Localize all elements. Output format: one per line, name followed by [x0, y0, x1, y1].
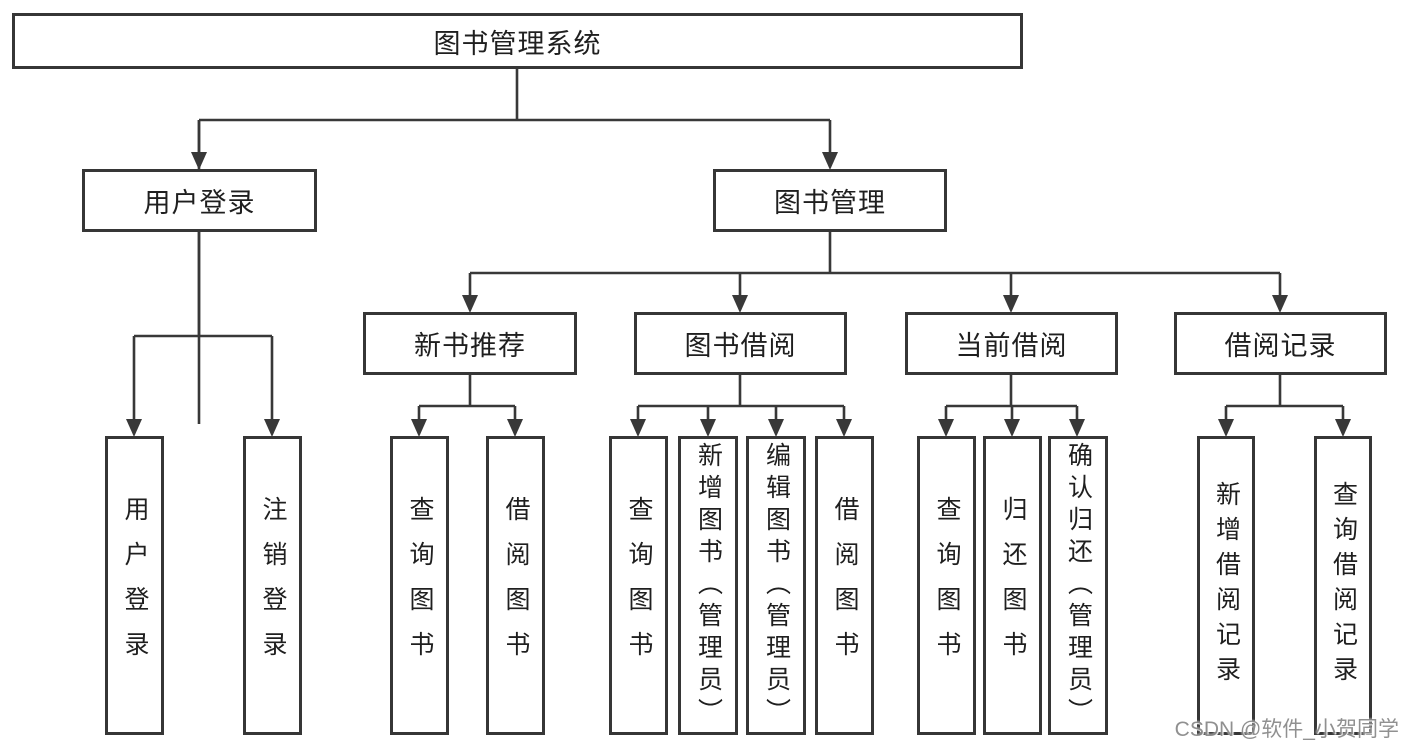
leaf-query-books: 查询图书	[609, 436, 668, 735]
edge-curborrow-to-leaves	[944, 375, 1079, 423]
leaf-return-books: 归还图书	[983, 436, 1042, 735]
edge-newbook-to-leaves	[417, 375, 517, 423]
leaf-logout: 注销登录	[243, 436, 302, 735]
node-label: 借阅记录	[1224, 331, 1337, 361]
leaf-label: 借阅图书	[502, 495, 530, 676]
leaf-label: 借阅图书	[831, 495, 859, 676]
leaf-label: 归还图书	[999, 495, 1027, 676]
node-library-management-system: 图书管理系统	[12, 13, 1023, 69]
leaf-query-books: 查询图书	[917, 436, 976, 735]
node-book-management: 图书管理	[713, 169, 947, 232]
node-current-borrowing: 当前借阅	[905, 312, 1118, 375]
leaf-query-books: 查询图书	[390, 436, 449, 735]
leaf-borrow-books: 借阅图书	[815, 436, 874, 735]
node-label: 新书推荐	[414, 331, 526, 361]
node-label: 图书管理系统	[433, 28, 602, 59]
edge-bookborrow-to-leaves	[636, 375, 846, 423]
node-new-book-recommendation: 新书推荐	[363, 312, 577, 375]
leaf-borrow-books: 借阅图书	[486, 436, 545, 735]
leaf-query-borrow-record: 查询借阅记录	[1314, 436, 1372, 735]
node-label: 当前借阅	[955, 331, 1068, 361]
leaf-add-books-admin: 新增图书（管理员）	[678, 436, 738, 735]
leaf-label: 新增借阅记录	[1212, 480, 1241, 691]
leaf-label: 查询图书	[406, 495, 434, 676]
edge-borrowrec-to-leaves	[1224, 375, 1345, 423]
leaf-confirm-return-admin: 确认归还（管理员）	[1048, 436, 1108, 735]
leaf-label: 确认归还（管理员）	[1064, 441, 1093, 730]
edge-userlogin-to-leaves	[132, 232, 274, 423]
leaf-label: 编辑图书（管理员）	[762, 441, 791, 730]
leaf-add-borrow-record: 新增借阅记录	[1197, 436, 1255, 735]
csdn-watermark: CSDN @软件_小贺同学	[1174, 718, 1399, 741]
leaf-label: 用户登录	[121, 495, 149, 676]
edge-root-to-level2	[197, 69, 832, 424]
node-user-login: 用户登录	[82, 169, 317, 232]
node-label: 图书管理	[774, 188, 886, 218]
leaf-label: 查询图书	[625, 495, 653, 676]
arrowheads	[126, 152, 1351, 437]
node-book-borrowing: 图书借阅	[634, 312, 847, 375]
leaf-user-login: 用户登录	[105, 436, 164, 735]
leaf-label: 查询图书	[933, 495, 961, 676]
node-borrowing-records: 借阅记录	[1174, 312, 1387, 375]
node-label: 用户登录	[143, 188, 256, 218]
edge-bookmgmt-to-level3	[468, 232, 1282, 299]
node-label: 图书借阅	[684, 331, 797, 361]
leaf-label: 新增图书（管理员）	[694, 441, 723, 730]
leaf-label: 查询借阅记录	[1329, 480, 1358, 691]
leaf-label: 注销登录	[259, 495, 287, 676]
leaf-edit-books-admin: 编辑图书（管理员）	[746, 436, 806, 735]
